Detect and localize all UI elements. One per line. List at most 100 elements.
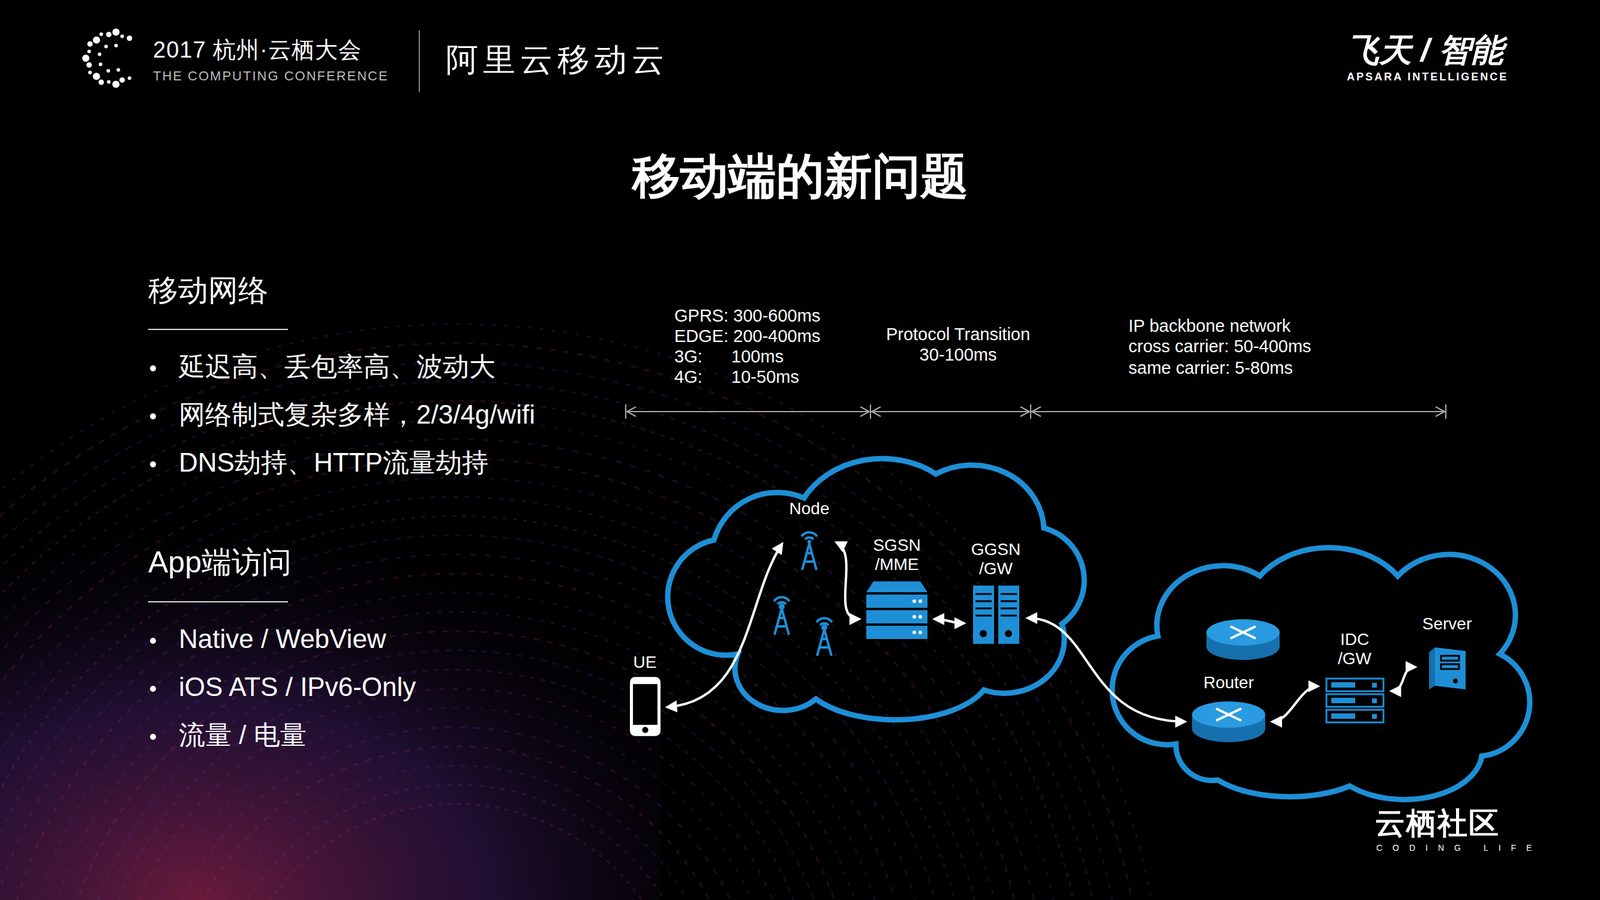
node-label: GGSN /GW xyxy=(971,539,1021,579)
logo-dot xyxy=(106,80,111,84)
cloud-outline xyxy=(1112,547,1530,800)
node-label: Server xyxy=(1422,614,1472,634)
node-label: Router xyxy=(1203,673,1254,693)
gateway-server-icon xyxy=(973,585,1020,644)
section-heading: 移动网络 xyxy=(148,273,269,309)
swirl-arc xyxy=(151,727,761,900)
latency-note: 30-100ms xyxy=(919,344,998,365)
logo-dot xyxy=(86,62,92,68)
swirl-arc xyxy=(0,362,1126,900)
swirl-arc xyxy=(0,535,953,900)
brand-subtitle: APSARA INTELLIGENCE xyxy=(1346,70,1509,84)
logo-dot xyxy=(92,72,101,80)
bullet-text: 网络制式复杂多样，2/3/4g/wifi xyxy=(178,399,536,431)
logo-dot xyxy=(97,52,102,56)
idc-gateway-icon xyxy=(1325,677,1385,724)
router: Router xyxy=(1187,673,1271,743)
base-station-icon xyxy=(794,523,825,572)
dimension-line xyxy=(625,404,1446,419)
node-label: Node xyxy=(789,499,830,519)
bullet-dot xyxy=(149,413,156,420)
swirl-arc xyxy=(0,477,1011,900)
swirl-arc xyxy=(0,439,1049,900)
logo-dot xyxy=(88,70,92,75)
bullet-dot xyxy=(149,685,156,692)
logo-dot xyxy=(114,43,119,48)
router-icon xyxy=(1206,619,1280,660)
logo-dot xyxy=(116,67,120,72)
bullet-text: 流量 / 电量 xyxy=(178,719,307,751)
base-station-icon xyxy=(794,523,825,572)
idc-gateway-icon xyxy=(1325,677,1385,724)
latency-note: Protocol Transition xyxy=(886,324,1031,345)
user-equipment: UE xyxy=(625,652,666,737)
latency-note: 3G: 100ms xyxy=(674,346,784,367)
swirl-arc xyxy=(0,573,915,900)
swirl-arc xyxy=(0,400,1088,900)
section-heading: App端访问 xyxy=(148,545,292,581)
link-arrow xyxy=(667,544,783,708)
link-arrow xyxy=(1391,667,1416,692)
logo-dot xyxy=(126,35,132,41)
heading-underline xyxy=(148,328,288,330)
user-equipment-icon xyxy=(629,676,661,737)
cell-tower xyxy=(816,617,833,656)
heading-underline xyxy=(148,601,288,603)
logo-dot xyxy=(106,68,110,73)
swirl-arc xyxy=(74,650,838,900)
logo-dot xyxy=(87,49,92,54)
product-name: 阿里云移动云 xyxy=(445,40,669,78)
latency-note: same carrier: 5-80ms xyxy=(1128,358,1293,378)
bullet-text: iOS ATS / IPv6-Only xyxy=(178,671,416,703)
latency-note: 4G: 10-50ms xyxy=(674,367,800,387)
latency-note: IP backbone network xyxy=(1128,316,1291,336)
link-arrow xyxy=(1027,617,1185,722)
bullet-dot xyxy=(149,461,156,468)
swirl-arc xyxy=(189,765,723,900)
logo-dot xyxy=(98,62,103,66)
server-icon xyxy=(1429,647,1466,690)
conference-subtitle: THE COMPUTING CONFERENCE xyxy=(152,68,389,84)
logo-dot xyxy=(120,34,125,39)
server: Server xyxy=(1417,614,1477,690)
base-station: Node xyxy=(784,499,835,572)
swirl-arc xyxy=(0,323,1164,900)
community-logo: 云栖社区 xyxy=(1375,806,1500,842)
bullet-text: Native / WebView xyxy=(178,623,387,655)
bullet-text: 延迟高、丢包率高、波动大 xyxy=(178,351,496,383)
swirl-arc xyxy=(0,381,1107,900)
logo-dot xyxy=(106,31,112,38)
logo-dot xyxy=(104,44,108,49)
logo-dot xyxy=(127,76,132,80)
bullet-dot xyxy=(149,733,156,740)
swirl-lines xyxy=(0,323,1164,900)
cell-tower xyxy=(773,596,790,635)
latency-note: GPRS: 300-600ms xyxy=(674,305,821,326)
swirl-arc xyxy=(208,784,704,900)
logo-dot xyxy=(112,28,120,36)
swirl-arc xyxy=(131,707,780,900)
logo-dot xyxy=(82,54,90,62)
router-icon xyxy=(1192,701,1266,743)
idc-gateway: IDC /GW xyxy=(1320,629,1390,724)
swirl-glow xyxy=(0,455,660,900)
slide-title: 移动端的新问题 xyxy=(632,148,969,204)
gateway-server-icon xyxy=(973,585,1020,644)
brand-name: 飞天 / 智能 xyxy=(1346,31,1504,69)
logo-dot xyxy=(98,79,104,86)
logo-dot xyxy=(92,36,101,44)
node-label: SGSN /MME xyxy=(872,535,921,575)
conference-name: 2017 杭州·云栖大会 xyxy=(152,37,362,64)
latency-note: cross carrier: 50-400ms xyxy=(1128,336,1312,357)
swirl-arc xyxy=(112,688,800,900)
node-label: UE xyxy=(633,652,657,672)
logo-dot xyxy=(86,41,93,47)
bullet-text: DNS劫持、HTTP流量劫持 xyxy=(178,447,489,479)
swirl-arc xyxy=(0,554,934,900)
swirl-arc xyxy=(93,669,819,900)
link-arrow xyxy=(836,542,860,620)
sgsn-server: SGSN /MME xyxy=(861,535,933,640)
gateway-server: GGSN /GW xyxy=(966,539,1026,644)
community-subtitle: CODING LIFE xyxy=(1376,842,1542,853)
node-label: IDC /GW xyxy=(1337,629,1372,669)
